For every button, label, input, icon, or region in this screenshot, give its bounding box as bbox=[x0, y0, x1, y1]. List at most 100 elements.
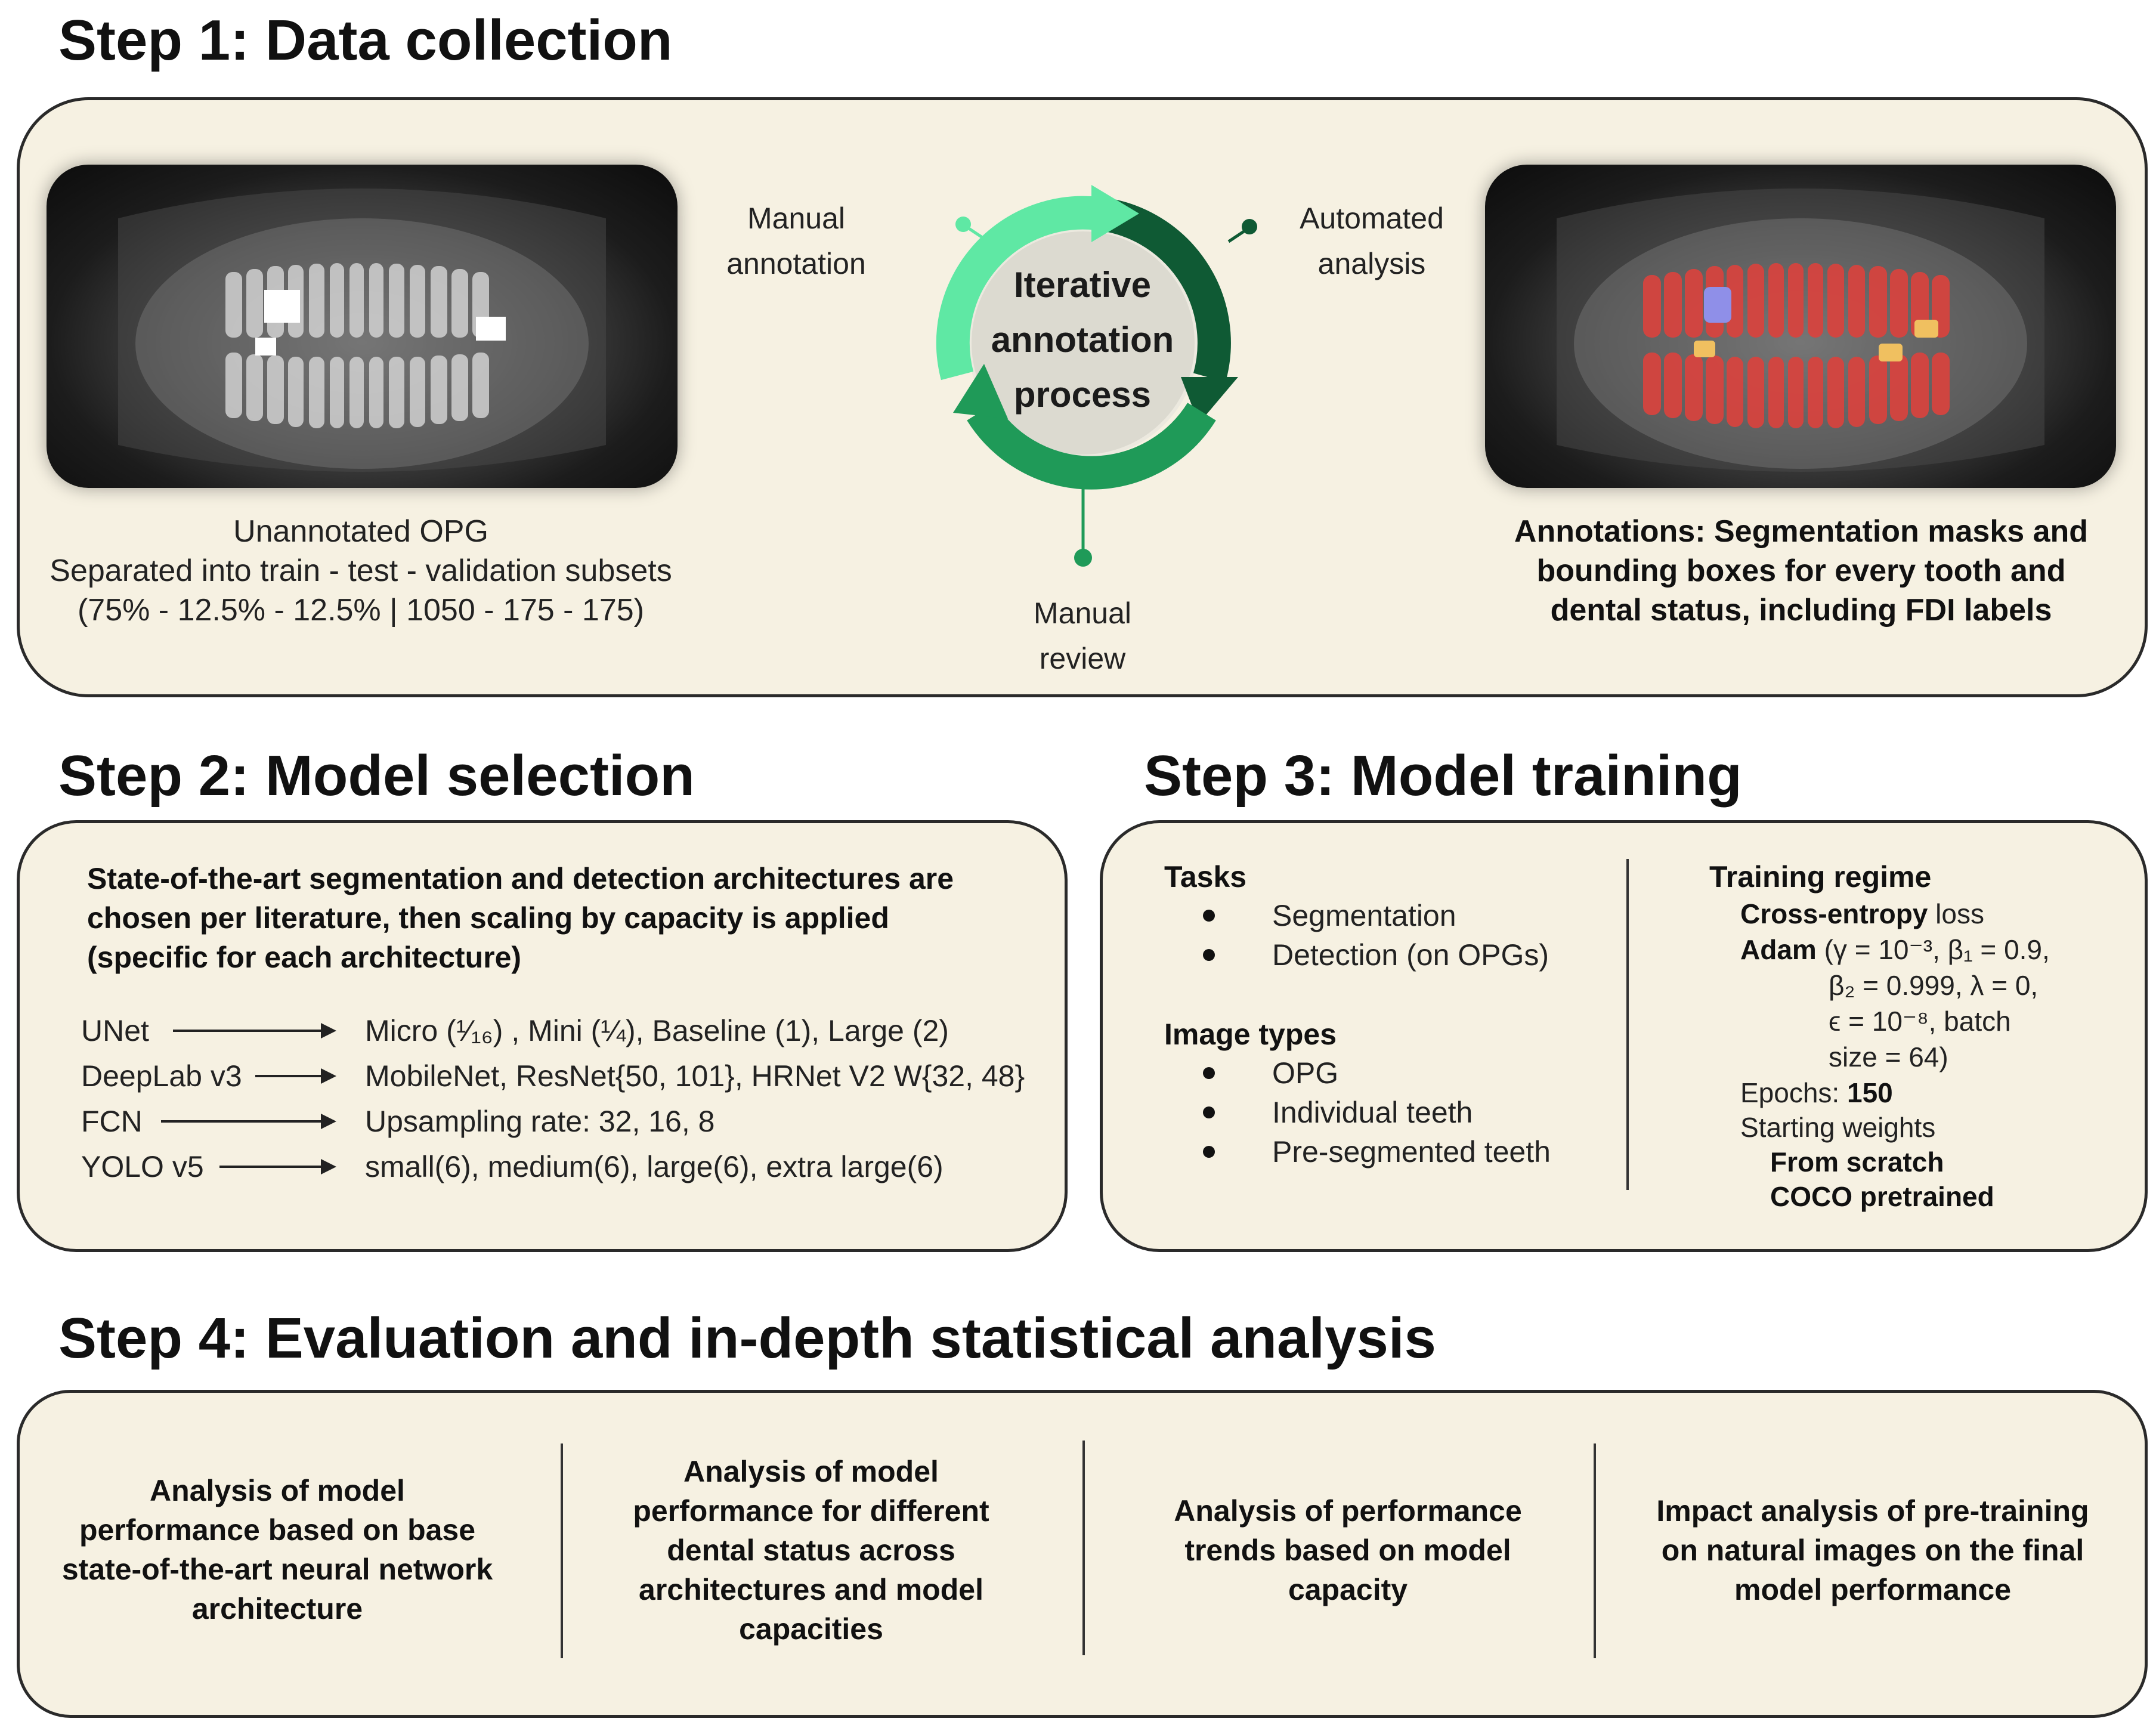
analysis-line: model performance bbox=[1734, 1573, 2011, 1606]
epochs-value: 150 bbox=[1847, 1077, 1893, 1108]
weights-item: COCO pretrained bbox=[1770, 1179, 1994, 1214]
task-item: Detection (on OPGs) bbox=[1272, 938, 1549, 972]
label-line: annotation bbox=[726, 247, 866, 280]
optimizer-line: ϵ = 10⁻⁸, batch bbox=[1829, 1006, 2011, 1037]
optimizer-params: (γ = 10⁻³, β₁ = 0.9, bbox=[1816, 934, 2050, 965]
label-line: Manual bbox=[747, 202, 845, 235]
analysis-line: capacity bbox=[1288, 1573, 1408, 1606]
cycle-center-line: annotation bbox=[991, 320, 1174, 360]
cycle-arrowhead-review bbox=[953, 364, 1008, 419]
caption-line: Annotations: Segmentation masks and bbox=[1514, 514, 2089, 549]
analysis-architecture: Analysis of model performance based on b… bbox=[36, 1471, 519, 1628]
cycle-arc-review bbox=[967, 402, 1216, 490]
arch-name-fcn: FCN bbox=[81, 1105, 143, 1138]
arch-variants-fcn: Upsampling rate: 32, 16, 8 bbox=[365, 1105, 715, 1138]
label-line: Automated bbox=[1300, 202, 1444, 235]
epochs-line: Epochs: 150 bbox=[1740, 1075, 1893, 1111]
analysis-line: architectures and model bbox=[639, 1573, 983, 1606]
caption-line: (75% - 12.5% - 12.5% | 1050 - 175 - 175) bbox=[77, 593, 645, 628]
bullet-icon bbox=[1203, 1067, 1215, 1079]
starting-weights-heading: Starting weights bbox=[1740, 1112, 1936, 1143]
weights-label: COCO pretrained bbox=[1770, 1181, 1994, 1212]
analysis-line: architecture bbox=[191, 1592, 363, 1625]
bullet-icon bbox=[1203, 910, 1215, 922]
analysis-line: Analysis of model bbox=[150, 1474, 405, 1507]
opg-annotated-drawing bbox=[1557, 188, 2044, 472]
cycle-arc-manual bbox=[936, 196, 1100, 381]
label-line: Manual bbox=[1034, 596, 1131, 630]
cycle-arrowhead-manual bbox=[1091, 185, 1139, 242]
manual-review-label: Manual review bbox=[990, 591, 1175, 681]
caption-line: bounding boxes for every tooth and bbox=[1536, 554, 2066, 588]
bullet-icon bbox=[1203, 949, 1215, 961]
caption-line: Unannotated OPG bbox=[233, 514, 488, 549]
step4-title: Step 4: Evaluation and in-depth statisti… bbox=[58, 1306, 1436, 1370]
intro-line: chosen per literature, then scaling by c… bbox=[87, 901, 889, 935]
analysis-line: Analysis of model bbox=[683, 1455, 939, 1488]
loss-suffix: loss bbox=[1928, 898, 1984, 929]
opg-xray-drawing bbox=[118, 188, 606, 472]
arch-variants-yolo: small(6), medium(6), large(6), extra lar… bbox=[365, 1150, 944, 1183]
optimizer-name: Adam bbox=[1740, 934, 1817, 965]
epochs-label: Epochs: bbox=[1740, 1077, 1847, 1108]
step4-divider bbox=[1594, 1443, 1596, 1658]
weights-label: From scratch bbox=[1770, 1146, 1944, 1177]
step4-divider bbox=[561, 1443, 563, 1658]
intro-line: State-of-the-art segmentation and detect… bbox=[87, 862, 954, 895]
arch-name-unet: UNet bbox=[81, 1014, 149, 1047]
arch-variants-deeplab: MobileNet, ResNet{50, 101}, HRNet V2 W{3… bbox=[365, 1059, 1025, 1093]
image-type-item: OPG bbox=[1272, 1056, 1339, 1090]
annotated-opg-image bbox=[1485, 165, 2116, 488]
cycle-connector-automated bbox=[1227, 228, 1248, 243]
arch-variants-unet: Micro (¹⁄₁₆) , Mini (¼), Baseline (1), L… bbox=[365, 1014, 949, 1047]
cycle-dot-review bbox=[1074, 549, 1092, 567]
analysis-capacity-trends: Analysis of performance trends based on … bbox=[1109, 1491, 1586, 1609]
analysis-pretraining-impact: Impact analysis of pre-training on natur… bbox=[1622, 1491, 2123, 1609]
cycle-center-label: Iterative annotation process bbox=[960, 258, 1205, 422]
bullet-icon bbox=[1203, 1146, 1215, 1158]
image-type-item: Individual teeth bbox=[1272, 1096, 1473, 1129]
arch-name-deeplab: DeepLab v3 bbox=[81, 1059, 242, 1093]
intro-line: (specific for each architecture) bbox=[87, 941, 522, 974]
analysis-line: performance for different bbox=[633, 1494, 989, 1528]
analysis-line: on natural images on the final bbox=[1661, 1534, 2084, 1567]
analysis-line: dental status across bbox=[667, 1534, 955, 1567]
annotated-opg-caption: Annotations: Segmentation masks and boun… bbox=[1473, 512, 2129, 630]
weights-item: From scratch bbox=[1770, 1144, 1944, 1180]
analysis-line: capacities bbox=[739, 1612, 883, 1646]
arch-arrow-unet bbox=[173, 1023, 336, 1038]
loss-line: Cross-entropy loss bbox=[1740, 896, 1984, 932]
cycle-arc-automated bbox=[1095, 197, 1231, 382]
optimizer-line: size = 64) bbox=[1829, 1041, 1948, 1072]
cycle-center-line: Iterative bbox=[1013, 265, 1152, 305]
arch-arrow-deeplab bbox=[255, 1068, 336, 1084]
iterative-annotation-cycle bbox=[936, 185, 1257, 567]
analysis-line: trends based on model bbox=[1184, 1534, 1511, 1567]
manual-annotation-label: Manual annotation bbox=[704, 196, 889, 286]
step2-title: Step 2: Model selection bbox=[58, 744, 695, 808]
image-types-heading: Image types bbox=[1164, 1018, 1337, 1051]
step3-panel bbox=[1100, 820, 2148, 1252]
analysis-dental-status: Analysis of model performance for differ… bbox=[590, 1452, 1032, 1649]
arch-arrow-yolo bbox=[219, 1159, 336, 1174]
caption-line: Separated into train - test - validation… bbox=[50, 554, 672, 588]
step3-divider bbox=[1626, 859, 1629, 1190]
arch-name-yolo: YOLO v5 bbox=[81, 1150, 204, 1183]
task-item: Segmentation bbox=[1272, 899, 1456, 932]
training-regime-heading: Training regime bbox=[1709, 860, 1932, 894]
analysis-line: state-of-the-art neural network bbox=[61, 1553, 493, 1586]
automated-analysis-label: Automated analysis bbox=[1276, 196, 1467, 286]
arch-arrow-fcn bbox=[161, 1114, 336, 1129]
cycle-inner-disc bbox=[970, 230, 1196, 456]
label-line: analysis bbox=[1317, 247, 1426, 280]
step3-title: Step 3: Model training bbox=[1144, 744, 1742, 808]
step4-divider bbox=[1082, 1441, 1085, 1655]
step1-title: Step 1: Data collection bbox=[58, 8, 673, 72]
label-line: review bbox=[1039, 642, 1126, 675]
loss-name: Cross-entropy bbox=[1740, 898, 1928, 929]
optimizer-line: Adam (γ = 10⁻³, β₁ = 0.9, bbox=[1740, 932, 2050, 967]
optimizer-line: β₂ = 0.999, λ = 0, bbox=[1829, 970, 2039, 1001]
analysis-line: Analysis of performance bbox=[1174, 1494, 1522, 1528]
cycle-dot-manual bbox=[955, 217, 971, 232]
tasks-heading: Tasks bbox=[1164, 860, 1247, 894]
